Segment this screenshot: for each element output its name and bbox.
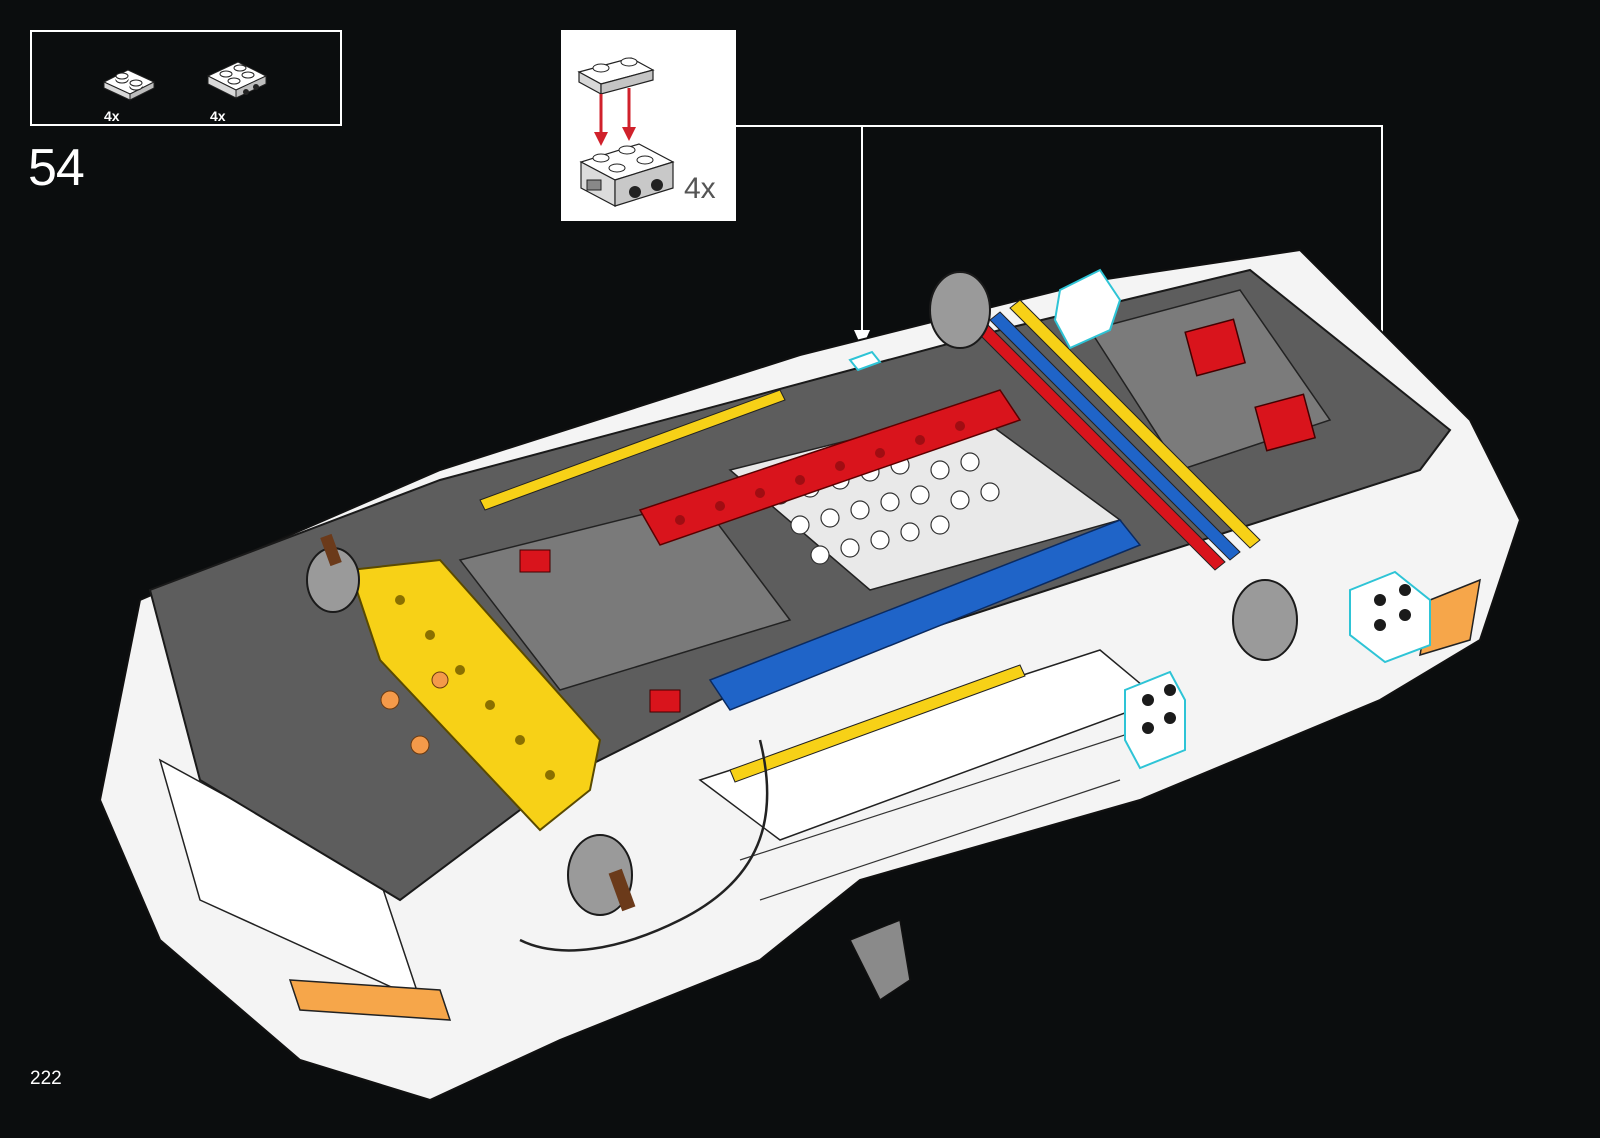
page-number: 222 <box>30 1068 62 1090</box>
